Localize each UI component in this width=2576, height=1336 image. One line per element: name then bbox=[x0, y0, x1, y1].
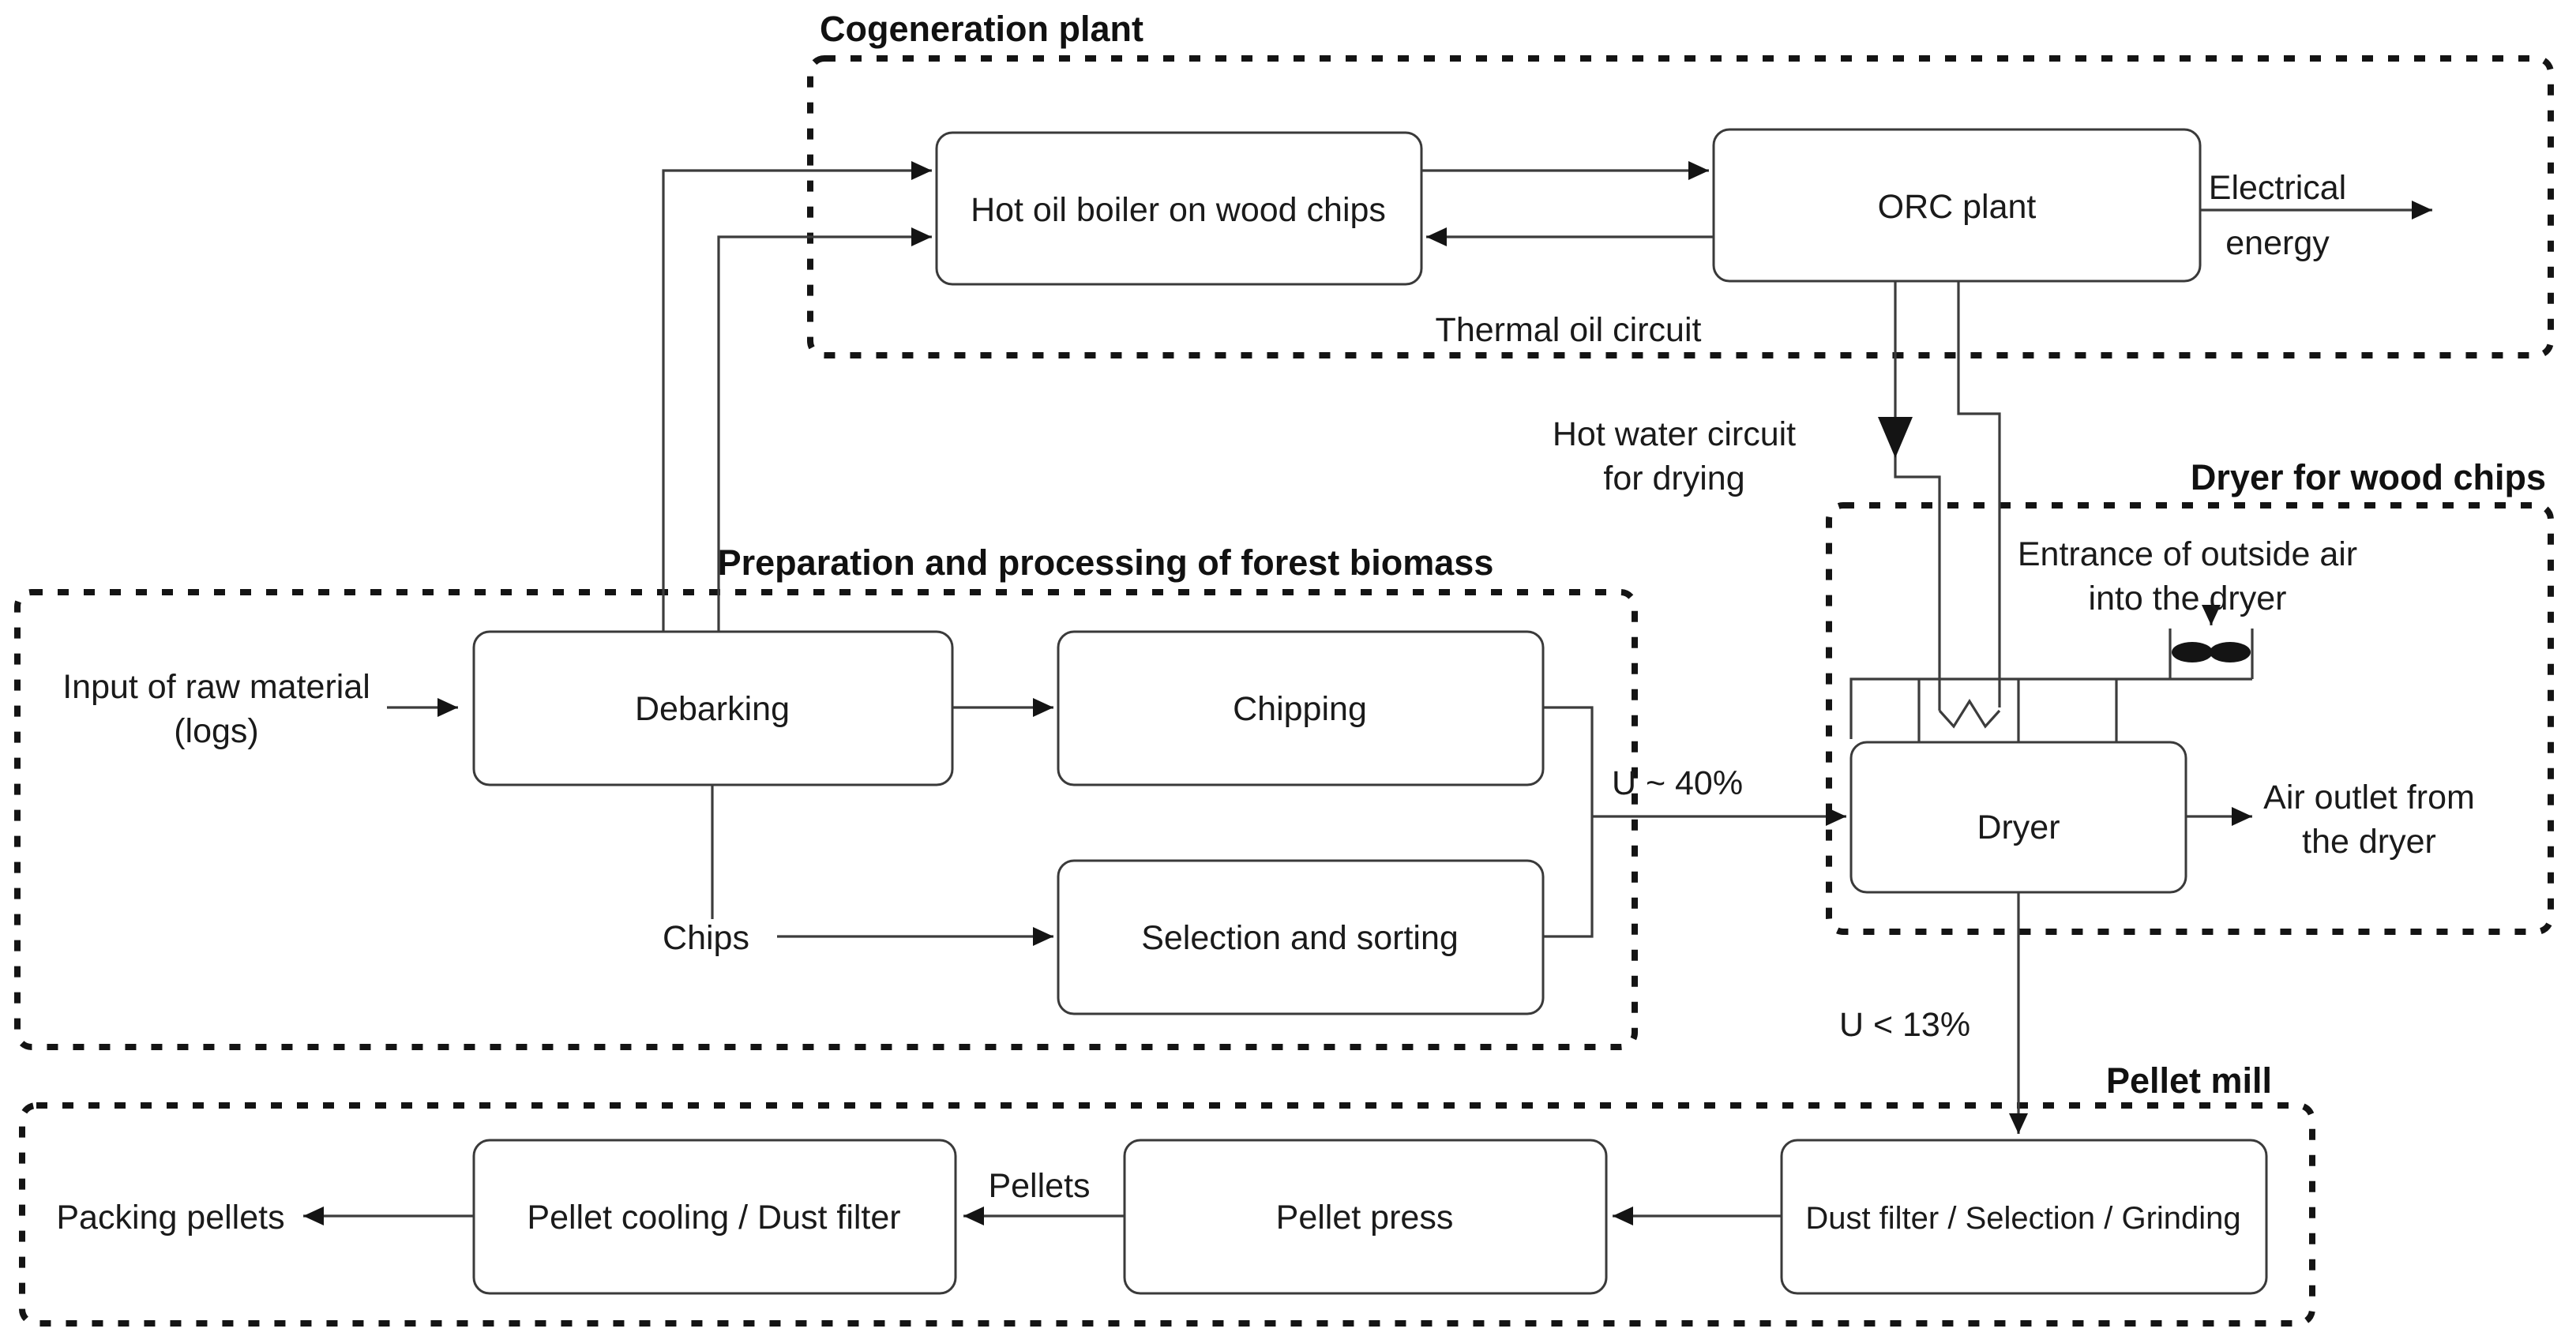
hot-water-arrowhead-icon bbox=[1878, 417, 1913, 458]
label-hot-water-circuit: Hot water circuit for drying bbox=[1553, 415, 1796, 497]
fan-icon bbox=[2169, 629, 2254, 679]
dryer-section-title: Dryer for wood chips bbox=[2191, 457, 2546, 497]
label-entrance-outside-air: Entrance of outside air into the dryer bbox=[2018, 535, 2357, 617]
label-air-outlet: Air outlet from the dryer bbox=[2263, 779, 2475, 861]
pellet-cooling-label: Pellet cooling / Dust filter bbox=[527, 1199, 900, 1237]
section-pellet-mill: Pellet mill bbox=[19, 1060, 2315, 1327]
electrical-energy-line1: Electrical bbox=[2209, 169, 2346, 207]
entrance-outside-air-line1: Entrance of outside air bbox=[2018, 535, 2357, 573]
orc-plant-label: ORC plant bbox=[1878, 188, 2037, 226]
pellets-label: Pellets bbox=[988, 1167, 1090, 1205]
air-outlet-line1: Air outlet from bbox=[2263, 779, 2475, 816]
node-dryer: Dryer bbox=[1849, 741, 2187, 894]
entrance-outside-air-line2: into the dryer bbox=[2089, 580, 2287, 617]
pellet-mill-section-title: Pellet mill bbox=[2106, 1060, 2272, 1101]
label-electrical-energy: Electrical energy bbox=[2209, 169, 2346, 262]
pellet-press-label: Pellet press bbox=[1276, 1199, 1454, 1237]
node-debarking: Debarking bbox=[472, 630, 954, 786]
node-selection-sorting: Selection and sorting bbox=[1057, 859, 1545, 1015]
preparation-section-box bbox=[14, 589, 1638, 1050]
edge-hot-water-pipe-left bbox=[1878, 281, 1941, 711]
node-orc-plant: ORC plant bbox=[1712, 128, 2202, 283]
hot-water-circuit-line1: Hot water circuit bbox=[1553, 415, 1796, 453]
dust-filter-label: Dust filter / Selection / Grinding bbox=[1805, 1201, 2240, 1236]
orc-plant-box bbox=[1712, 128, 2202, 283]
chips-label: Chips bbox=[663, 919, 749, 957]
preparation-section-title: Preparation and processing of forest bio… bbox=[718, 542, 1494, 583]
dryer-box bbox=[1849, 741, 2187, 894]
node-chipping: Chipping bbox=[1057, 630, 1545, 786]
dryer-label: Dryer bbox=[1977, 809, 2060, 846]
pellet-mill-section-box bbox=[19, 1102, 2315, 1327]
node-pellet-press: Pellet press bbox=[1123, 1139, 1608, 1295]
node-dust-filter-selection-grinding: Dust filter / Selection / Grinding bbox=[1780, 1139, 2268, 1295]
electrical-energy-line2: energy bbox=[2225, 224, 2330, 262]
selection-sorting-box bbox=[1057, 859, 1545, 1015]
node-pellet-cooling: Pellet cooling / Dust filter bbox=[472, 1139, 957, 1295]
section-dryer: Dryer for wood chips bbox=[1826, 457, 2554, 935]
dust-filter-box bbox=[1780, 1139, 2268, 1295]
debarking-label: Debarking bbox=[635, 690, 790, 728]
label-input-raw-material: Input of raw material (logs) bbox=[62, 668, 370, 750]
hot-oil-boiler-label: Hot oil boiler on wood chips bbox=[971, 191, 1386, 229]
edge-debarking-to-boiler-upper bbox=[662, 161, 932, 632]
debarking-box bbox=[472, 630, 954, 786]
hot-water-circuit-line2: for drying bbox=[1603, 460, 1744, 497]
chipping-box bbox=[1057, 630, 1545, 786]
hot-oil-boiler-box bbox=[935, 131, 1423, 286]
edge-hot-water-pipe-right bbox=[1957, 281, 2001, 707]
cogeneration-section-box bbox=[807, 55, 2554, 358]
input-raw-material-line2: (logs) bbox=[174, 712, 259, 750]
pellet-cooling-box bbox=[472, 1139, 957, 1295]
edge-air-duct bbox=[1849, 677, 2252, 739]
selection-sorting-label: Selection and sorting bbox=[1141, 919, 1459, 957]
pipe-break-icon bbox=[1938, 698, 2001, 729]
pellet-press-box bbox=[1123, 1139, 1608, 1295]
air-outlet-line2: the dryer bbox=[2302, 823, 2436, 861]
section-preparation: Preparation and processing of forest bio… bbox=[14, 542, 1638, 1050]
moisture-out-label: U < 13% bbox=[1839, 1006, 1970, 1044]
thermal-oil-circuit-label: Thermal oil circuit bbox=[1436, 311, 1702, 349]
edge-collector-chipping-selection bbox=[1543, 706, 1594, 938]
node-hot-oil-boiler: Hot oil boiler on wood chips bbox=[935, 131, 1423, 286]
input-raw-material-line1: Input of raw material bbox=[62, 668, 370, 706]
edge-debarking-to-boiler-lower bbox=[717, 227, 932, 632]
section-cogeneration: Cogeneration plant bbox=[807, 9, 2554, 358]
cogeneration-section-title: Cogeneration plant bbox=[820, 9, 1143, 49]
packing-pellets-label: Packing pellets bbox=[56, 1199, 284, 1237]
chipping-label: Chipping bbox=[1233, 690, 1367, 728]
moisture-in-label: U ~ 40% bbox=[1612, 764, 1743, 802]
dryer-section-box bbox=[1826, 502, 2554, 935]
